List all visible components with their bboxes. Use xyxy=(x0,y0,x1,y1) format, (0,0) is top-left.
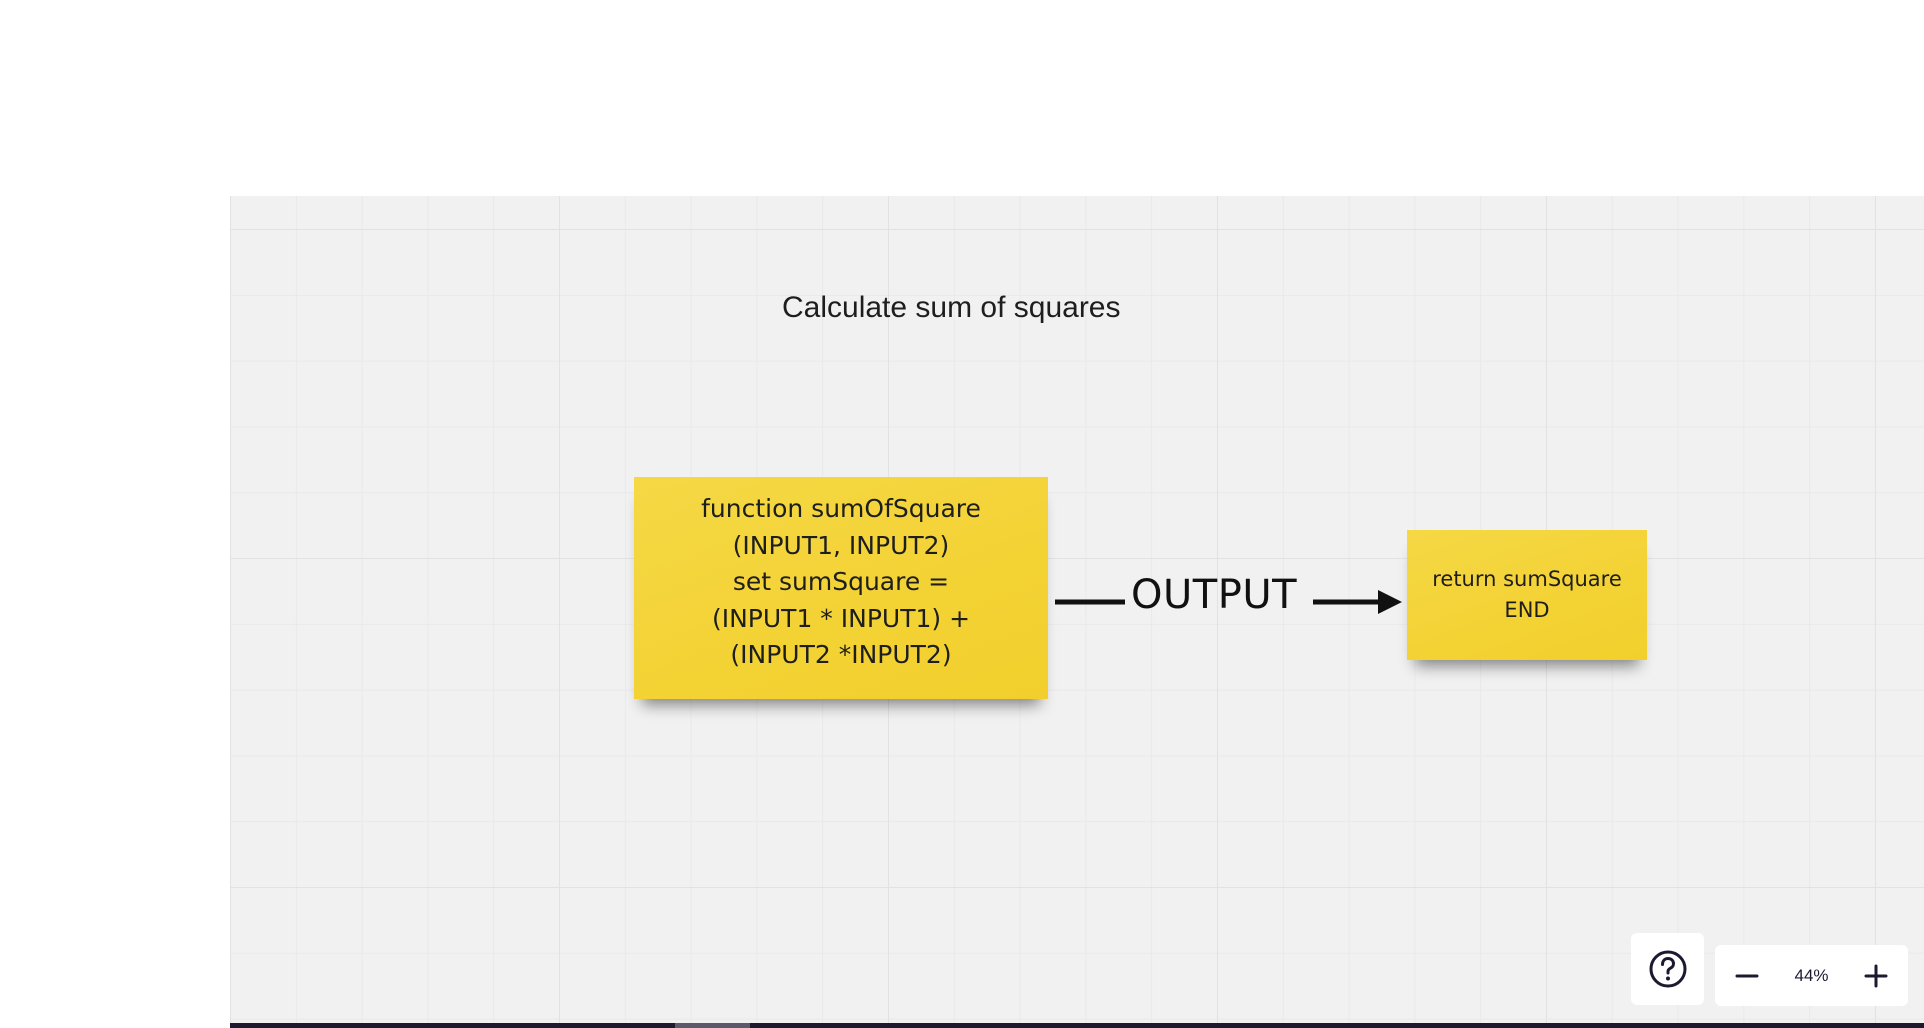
connector-label[interactable]: OUTPUT xyxy=(1131,572,1298,618)
help-button[interactable] xyxy=(1631,933,1704,1005)
question-circle-icon xyxy=(1649,950,1686,988)
sticky-note-line: (INPUT2 *INPUT2) xyxy=(730,640,952,669)
minus-icon xyxy=(1735,974,1759,977)
connector-arrow xyxy=(1055,590,1402,614)
zoom-in-button[interactable] xyxy=(1858,958,1894,994)
sticky-note-line: END xyxy=(1504,598,1550,622)
plus-icon xyxy=(1864,964,1888,987)
sticky-note-function-text: function sumOfSquare (INPUT1, INPUT2) se… xyxy=(701,491,981,674)
zoom-out-button[interactable] xyxy=(1729,958,1765,994)
zoom-level-value[interactable]: 44% xyxy=(1794,965,1829,985)
toolbar-tab-left xyxy=(244,188,324,197)
toolbar-tab-center xyxy=(695,188,1313,197)
horizontal-scrollbar[interactable] xyxy=(230,1023,1924,1028)
board-title-text[interactable]: Calculate sum of squares xyxy=(782,291,1121,324)
sticky-note-line: (INPUT1 * INPUT1) + xyxy=(711,603,971,633)
sticky-note-return[interactable]: return sumSquare END xyxy=(1407,530,1647,660)
sticky-note-line: return sumSquare xyxy=(1432,567,1622,591)
toolbar-tab-right xyxy=(1525,188,1730,197)
sticky-note-line: function sumOfSquare xyxy=(701,494,981,523)
toolbar-tab-board-name xyxy=(333,188,478,197)
sticky-note-line: set sumSquare = xyxy=(732,567,950,596)
sticky-note-function[interactable]: function sumOfSquare (INPUT1, INPUT2) se… xyxy=(634,477,1048,699)
zoom-controls: 44% xyxy=(1715,945,1908,1006)
toolbar-tab-far-right xyxy=(1740,188,1908,197)
sticky-note-return-text: return sumSquare END xyxy=(1432,564,1622,626)
sticky-note-line: (INPUT1, INPUT2) xyxy=(732,530,950,560)
output-connector[interactable] xyxy=(1053,570,1403,634)
scrollbar-thumb[interactable] xyxy=(675,1023,750,1028)
